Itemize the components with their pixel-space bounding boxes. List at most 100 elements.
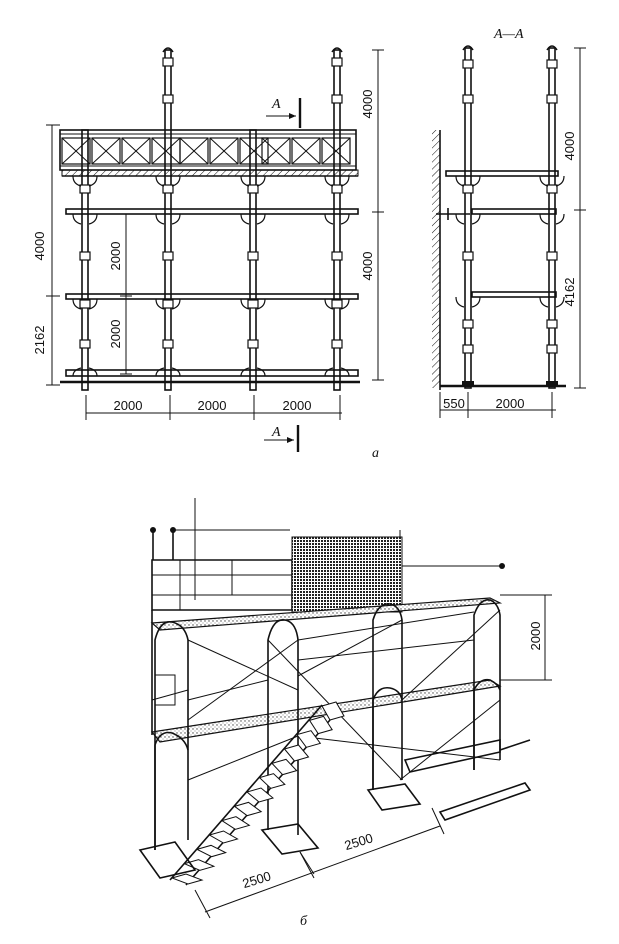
safety-net (291, 536, 403, 613)
rail-brace (261, 137, 291, 165)
coupler (247, 184, 259, 194)
dim-front-bottom-right: 4000 (360, 252, 375, 281)
side-coupler (546, 251, 558, 261)
bracket (324, 298, 350, 310)
coupler (162, 251, 174, 261)
side-bracket (539, 296, 565, 308)
stair-step (296, 730, 322, 748)
rail-brace (121, 137, 151, 165)
building (151, 559, 293, 735)
stair-step (220, 816, 251, 830)
stair-step (170, 873, 204, 885)
coupler (79, 299, 91, 309)
bracket (240, 175, 266, 187)
side-coupler (546, 59, 558, 69)
persp-length-dims (194, 807, 445, 919)
coupler (79, 184, 91, 194)
coupler (247, 251, 259, 261)
bracket (155, 175, 181, 187)
side-bracket (539, 213, 565, 225)
side-coupler (462, 59, 474, 69)
top-posts (150, 498, 505, 600)
side-coupler (462, 319, 474, 329)
side-coupler (546, 344, 558, 354)
dim-persp-bay1: 2500 (241, 868, 273, 891)
section-marker-bottom: A (264, 425, 300, 452)
stair-step (195, 844, 228, 858)
upper-deck (150, 597, 503, 631)
deck-brackets (72, 175, 350, 377)
bracket (240, 213, 266, 225)
persp-height-dim (500, 594, 552, 681)
coupler (162, 94, 174, 104)
front-view: A A 4000 2162 2000 2000 4000 4000 2000 2… (32, 47, 384, 452)
coupler (331, 299, 343, 309)
rail-brace (91, 137, 121, 165)
stair-step (208, 830, 239, 844)
side-coupler (462, 184, 474, 194)
coupler (331, 339, 343, 349)
coupler (331, 251, 343, 261)
coupler (247, 299, 259, 309)
base-bracket (324, 367, 350, 377)
front-decks (60, 175, 360, 384)
dim-side-span: 2000 (496, 396, 525, 411)
section-marker-bottom-label: A (271, 425, 281, 440)
bracket (72, 298, 98, 310)
rail-brace (151, 137, 181, 165)
guard-rail (59, 129, 357, 171)
wall (432, 130, 440, 388)
side-coupler (462, 94, 474, 104)
stair-step (308, 715, 333, 735)
coupler (331, 184, 343, 194)
bracket (72, 175, 98, 187)
rail-brace (209, 137, 239, 165)
side-coupler (462, 344, 474, 354)
dim-front-top-left: 4000 (32, 232, 47, 261)
bracket (324, 213, 350, 225)
coupler (247, 339, 259, 349)
dim-front-span-2: 2000 (198, 398, 227, 413)
side-bracket (455, 175, 481, 187)
perspective-view: 2000 2500 2500 (138, 498, 552, 919)
stair-step (183, 859, 216, 871)
bracket (155, 213, 181, 225)
side-coupler (462, 251, 474, 261)
coupler (331, 94, 343, 104)
stair-step (321, 701, 345, 721)
rail-brace (179, 137, 209, 165)
stair-step (283, 744, 310, 762)
dim-front-span-3: 2000 (283, 398, 312, 413)
dim-front-bottom-left: 2162 (32, 326, 47, 355)
section-title: A—A (493, 27, 524, 42)
base-plates (138, 739, 532, 879)
rail-panel (121, 137, 151, 165)
dim-front-top-right: 4000 (360, 90, 375, 119)
base-bracket (72, 367, 98, 377)
rail-brace (239, 137, 269, 165)
top-deck (61, 169, 359, 177)
section-marker-top-label: A (271, 97, 281, 112)
coupler (162, 299, 174, 309)
coupler (162, 184, 174, 194)
bracket (324, 175, 350, 187)
front-dimensions (46, 49, 384, 420)
stair-step (258, 773, 286, 789)
dim-front-inner-upper: 2000 (108, 242, 123, 271)
stair-step (271, 758, 298, 776)
section-marker-top: A (266, 97, 302, 128)
side-coupler (546, 319, 558, 329)
dim-front-inner-lower: 2000 (108, 320, 123, 349)
stair-step (245, 787, 275, 803)
coupler (331, 57, 343, 67)
dim-persp-bay2: 2500 (343, 830, 375, 853)
rail-panel (179, 137, 209, 165)
stair-step (233, 801, 263, 817)
staircase (169, 701, 345, 886)
rail-panel (61, 137, 91, 165)
braces (151, 609, 501, 781)
side-coupler (546, 94, 558, 104)
rail-brace (61, 137, 91, 165)
side-view: A—A 4000 4162 550 2000 (432, 27, 586, 418)
side-bracket (455, 213, 481, 225)
